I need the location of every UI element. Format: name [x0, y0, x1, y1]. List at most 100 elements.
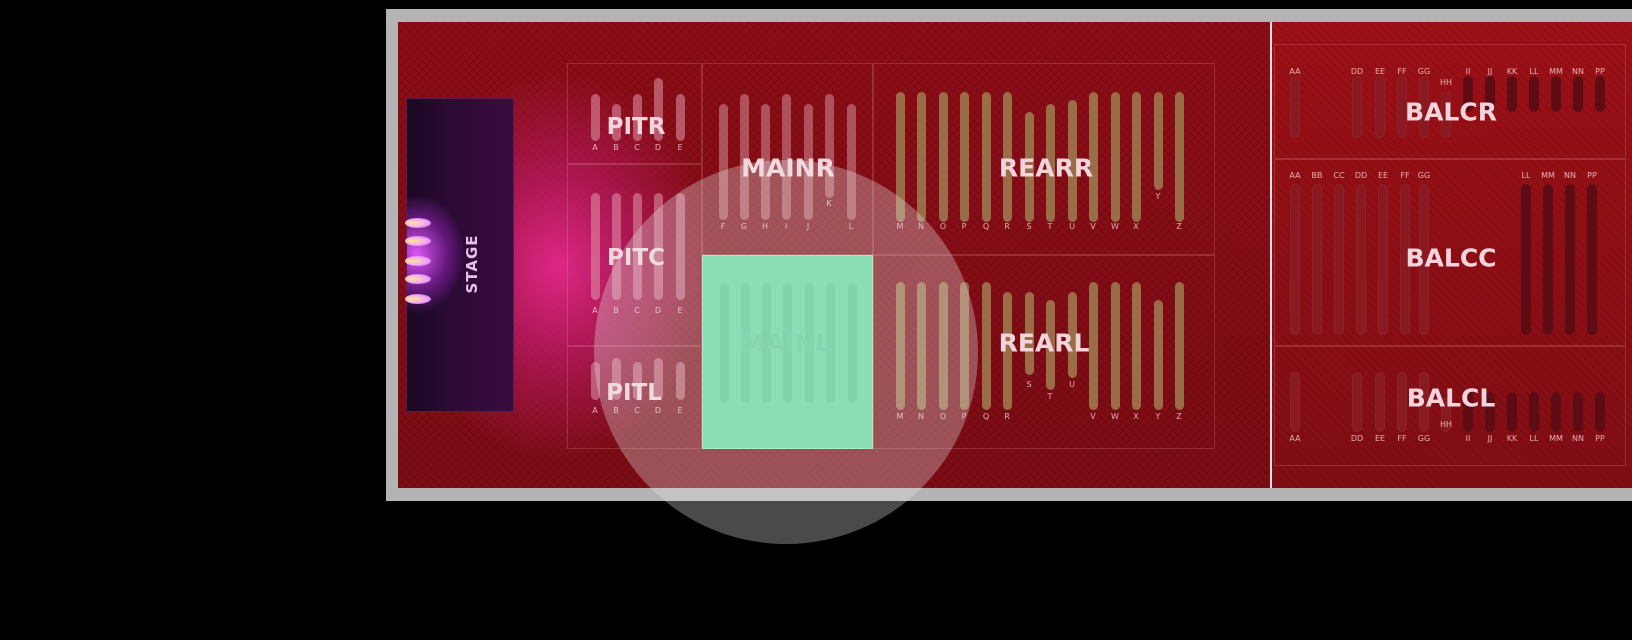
- section-rearr[interactable]: [873, 63, 1215, 255]
- section-pitc[interactable]: [567, 164, 702, 346]
- seat-row-bar[interactable]: [1088, 92, 1098, 222]
- seat-row-bar[interactable]: [1174, 282, 1184, 410]
- seat-row-bar[interactable]: [1312, 184, 1322, 335]
- seat-row-bar[interactable]: [1400, 184, 1410, 335]
- seat-row-bar[interactable]: [895, 282, 905, 410]
- seat-row-bar[interactable]: [959, 92, 969, 222]
- section-balcr[interactable]: [1274, 44, 1626, 159]
- seat-row-bar[interactable]: [981, 282, 991, 410]
- seat-row-bar[interactable]: [1352, 372, 1362, 432]
- seat-row-bar[interactable]: [1045, 104, 1055, 222]
- section-balcl[interactable]: [1274, 346, 1626, 466]
- seat-row-bar[interactable]: [1441, 92, 1451, 138]
- seat-row-bar[interactable]: [718, 104, 728, 220]
- seat-row-bar[interactable]: [1397, 76, 1407, 138]
- seat-row-bar[interactable]: [916, 92, 926, 222]
- seat-row-bar[interactable]: [1290, 372, 1300, 432]
- seat-row-bar[interactable]: [1463, 76, 1473, 112]
- seat-row-bar[interactable]: [632, 94, 642, 141]
- seat-row-bar[interactable]: [1002, 292, 1012, 410]
- seat-row-bar[interactable]: [781, 94, 791, 220]
- seat-row-bar[interactable]: [1088, 282, 1098, 410]
- section-pitr[interactable]: [567, 63, 702, 164]
- seat-row-bar[interactable]: [916, 282, 926, 410]
- seat-row-bar[interactable]: [1045, 300, 1055, 390]
- seat-row-bar[interactable]: [760, 104, 770, 220]
- seat-row-bar[interactable]: [1551, 76, 1561, 112]
- seat-row-bar[interactable]: [675, 193, 685, 300]
- seat-row-bar[interactable]: [1067, 100, 1077, 222]
- seat-row-bar[interactable]: [1334, 184, 1344, 335]
- seat-row-bar[interactable]: [1463, 390, 1473, 432]
- seat-row-bar[interactable]: [1131, 282, 1141, 410]
- seat-row-bar[interactable]: [675, 94, 685, 141]
- seat-row-bar[interactable]: [1002, 92, 1012, 222]
- seat-row-bar[interactable]: [1397, 372, 1407, 432]
- seat-row-bar[interactable]: [1573, 392, 1583, 432]
- seat-row-bar[interactable]: [1441, 398, 1451, 432]
- seat-row-bar[interactable]: [1153, 300, 1163, 410]
- seat-row-bar[interactable]: [653, 358, 663, 400]
- seat-row-bar[interactable]: [1131, 92, 1141, 222]
- seat-row-bar[interactable]: [1529, 392, 1539, 432]
- seat-row-bar[interactable]: [1587, 184, 1597, 335]
- seat-row-bar[interactable]: [1174, 92, 1184, 222]
- seat-row-bar[interactable]: [739, 94, 749, 220]
- seat-row-bar[interactable]: [1110, 282, 1120, 410]
- seat-row-bar[interactable]: [1378, 184, 1388, 335]
- seat-row-bar[interactable]: [1507, 76, 1517, 112]
- seat-row-bar[interactable]: [1153, 92, 1163, 190]
- seat-row-bar[interactable]: [1352, 76, 1362, 138]
- seat-row-bar[interactable]: [1485, 392, 1495, 432]
- section-balcc[interactable]: [1274, 159, 1626, 346]
- seat-row-bar[interactable]: [783, 283, 792, 403]
- seat-row-bar[interactable]: [1110, 92, 1120, 222]
- seat-row-bar[interactable]: [959, 282, 969, 410]
- seat-row-bar[interactable]: [1507, 392, 1517, 432]
- section-mainl-selected[interactable]: [702, 255, 873, 449]
- seat-row-bar[interactable]: [720, 283, 729, 403]
- seat-row-bar[interactable]: [938, 282, 948, 410]
- seat-row-bar[interactable]: [590, 362, 600, 400]
- seat-row-bar[interactable]: [590, 94, 600, 141]
- seat-row-bar[interactable]: [741, 283, 750, 403]
- seat-row-bar[interactable]: [824, 94, 834, 198]
- seat-row-bar[interactable]: [846, 104, 856, 220]
- seat-row-bar[interactable]: [632, 362, 642, 400]
- seat-row-bar[interactable]: [803, 104, 813, 220]
- seat-row-bar[interactable]: [590, 193, 600, 300]
- seat-row-bar[interactable]: [1551, 392, 1561, 432]
- seat-row-bar[interactable]: [1573, 76, 1583, 112]
- seat-row-bar[interactable]: [611, 104, 621, 141]
- seat-row-bar[interactable]: [826, 283, 835, 403]
- seat-row-bar[interactable]: [762, 283, 771, 403]
- seat-row-bar[interactable]: [1521, 184, 1531, 335]
- seat-row-bar[interactable]: [611, 193, 621, 300]
- section-mainr[interactable]: [702, 63, 873, 255]
- seat-row-bar[interactable]: [1419, 184, 1429, 335]
- seat-row-bar[interactable]: [653, 193, 663, 300]
- seat-row-bar[interactable]: [938, 92, 948, 222]
- seat-row-bar[interactable]: [1024, 112, 1034, 222]
- seat-row-bar[interactable]: [1595, 76, 1605, 112]
- seat-row-bar[interactable]: [1419, 372, 1429, 432]
- seat-row-bar[interactable]: [1565, 184, 1575, 335]
- section-pitl[interactable]: [567, 346, 702, 449]
- section-rearl[interactable]: [873, 255, 1215, 449]
- seat-row-bar[interactable]: [632, 193, 642, 300]
- seat-row-bar[interactable]: [1529, 76, 1539, 112]
- seat-row-bar[interactable]: [1485, 76, 1495, 112]
- seat-row-bar[interactable]: [848, 283, 857, 403]
- seat-row-bar[interactable]: [981, 92, 991, 222]
- seat-row-bar[interactable]: [1290, 184, 1300, 335]
- seat-row-bar[interactable]: [1419, 76, 1429, 138]
- seat-row-bar[interactable]: [805, 283, 814, 403]
- seat-row-bar[interactable]: [675, 362, 685, 400]
- seat-row-bar[interactable]: [1067, 292, 1077, 378]
- seat-row-bar[interactable]: [611, 358, 621, 400]
- seat-row-bar[interactable]: [1543, 184, 1553, 335]
- seat-row-bar[interactable]: [1290, 76, 1300, 138]
- seat-row-bar[interactable]: [1356, 184, 1366, 335]
- seat-row-bar[interactable]: [1375, 372, 1385, 432]
- seat-row-bar[interactable]: [895, 92, 905, 222]
